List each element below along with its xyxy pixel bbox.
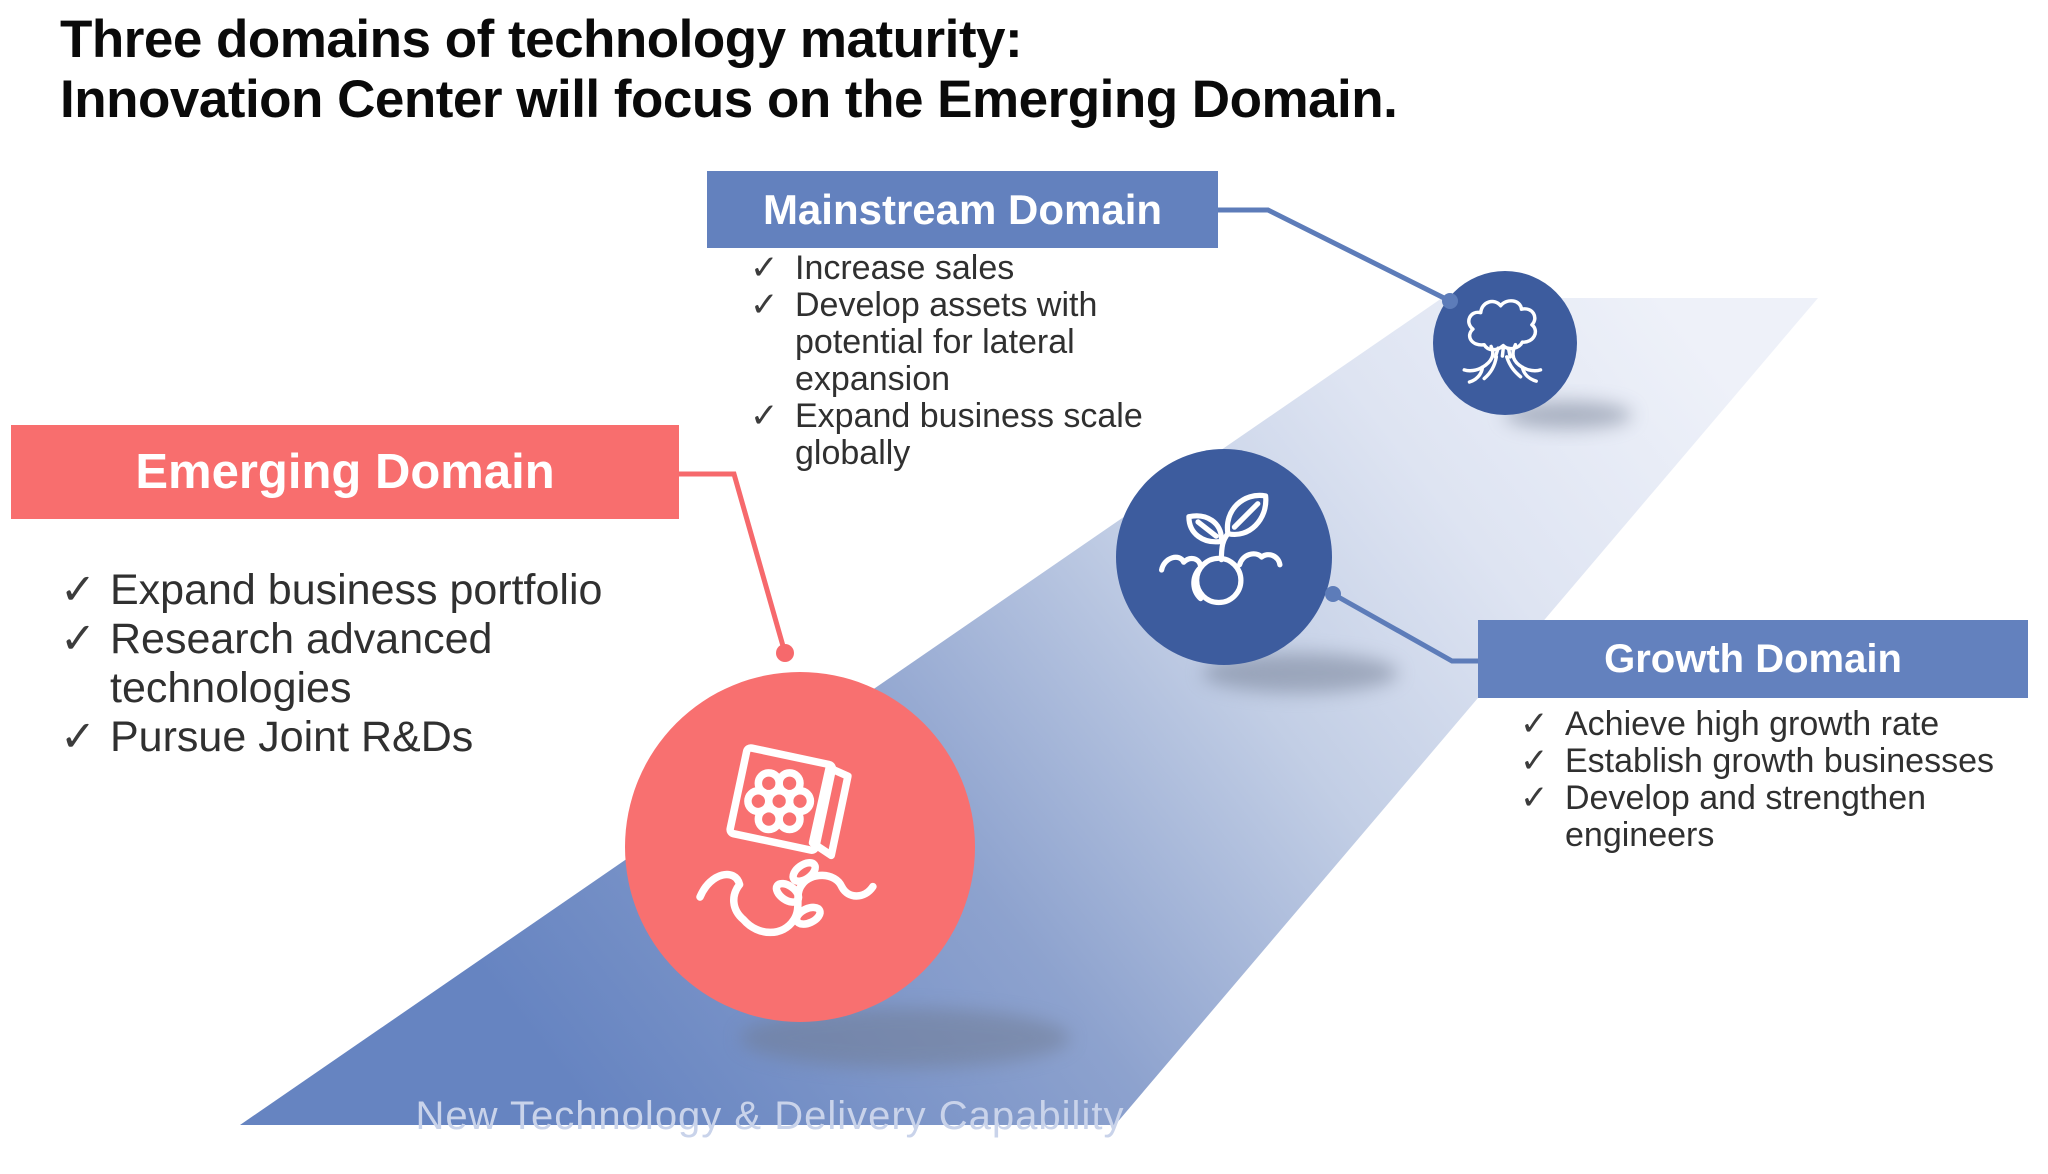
- list-item: ✓ Develop and strengthen engineers: [1518, 780, 2000, 854]
- mainstream-connector-line: [1213, 207, 1452, 304]
- bullet-text: Increase sales: [795, 249, 1015, 287]
- list-item: ✓ Increase sales: [748, 250, 1168, 287]
- sprout-icon: [1159, 492, 1283, 606]
- bullet-text: Develop assets with potential for latera…: [795, 286, 1098, 398]
- list-item: ✓ Achieve high growth rate: [1518, 706, 2000, 743]
- growth-domain-header: Growth Domain: [1478, 620, 2028, 698]
- list-item: ✓ Develop assets with potential for late…: [748, 287, 1168, 398]
- check-icon: ✓: [750, 249, 779, 287]
- bullet-text: Expand business scale globally: [795, 397, 1143, 472]
- bullet-text: Develop and strengthen engineers: [1565, 779, 1927, 854]
- title-line-1: Three domains of technology maturity:: [60, 10, 1023, 69]
- emerging-connector-line: [679, 471, 788, 654]
- check-icon: ✓: [60, 615, 97, 663]
- list-item: ✓ Establish growth businesses: [1518, 743, 2000, 780]
- mainstream-domain-header: Mainstream Domain: [707, 171, 1218, 248]
- check-icon: ✓: [750, 397, 779, 435]
- check-icon: ✓: [1520, 705, 1549, 743]
- mainstream-stage-circle: [1433, 271, 1577, 415]
- bullet-text: Pursue Joint R&Ds: [110, 713, 474, 761]
- emerging-domain-label: Emerging Domain: [135, 445, 555, 499]
- growth-domain-label: Growth Domain: [1604, 636, 1902, 681]
- check-icon: ✓: [1520, 742, 1549, 780]
- list-item: ✓ Expand business portfolio: [58, 566, 680, 615]
- check-icon: ✓: [1520, 779, 1549, 817]
- list-item: ✓ Expand business scale globally: [748, 398, 1168, 472]
- bullet-text: Expand business portfolio: [110, 566, 603, 614]
- bullet-text: Achieve high growth rate: [1565, 705, 1940, 743]
- title-line-2: Innovation Center will focus on the Emer…: [60, 70, 1398, 130]
- bullet-text: Research advanced technologies: [110, 615, 493, 712]
- mainstream-domain-label: Mainstream Domain: [762, 185, 1163, 233]
- check-icon: ✓: [750, 286, 779, 324]
- ramp-axis-label: New Technology & Delivery Capability: [415, 1094, 1125, 1138]
- growth-bullet-list: ✓ Achieve high growth rate ✓ Establish g…: [1518, 706, 2000, 854]
- growth-connector-dot: [1325, 586, 1341, 602]
- emerging-bullet-list: ✓ Expand business portfolio ✓ Research a…: [58, 566, 680, 762]
- page-title: Three domains of technology maturity: In…: [60, 10, 1398, 131]
- mainstream-bullet-list: ✓ Increase sales ✓ Develop assets with p…: [748, 250, 1168, 472]
- bullet-text: Establish growth businesses: [1565, 742, 1995, 780]
- growth-stage-circle: [1116, 449, 1332, 665]
- growth-connector-line: [1331, 591, 1481, 664]
- check-icon: ✓: [60, 566, 97, 614]
- tree-icon: [1462, 299, 1543, 384]
- emerging-domain-header: Emerging Domain: [11, 425, 679, 519]
- check-icon: ✓: [60, 713, 97, 761]
- emerging-connector-dot: [776, 644, 794, 662]
- seed-packet-icon: [696, 744, 877, 937]
- list-item: ✓ Pursue Joint R&Ds: [58, 713, 680, 762]
- list-item: ✓ Research advanced technologies: [58, 615, 680, 713]
